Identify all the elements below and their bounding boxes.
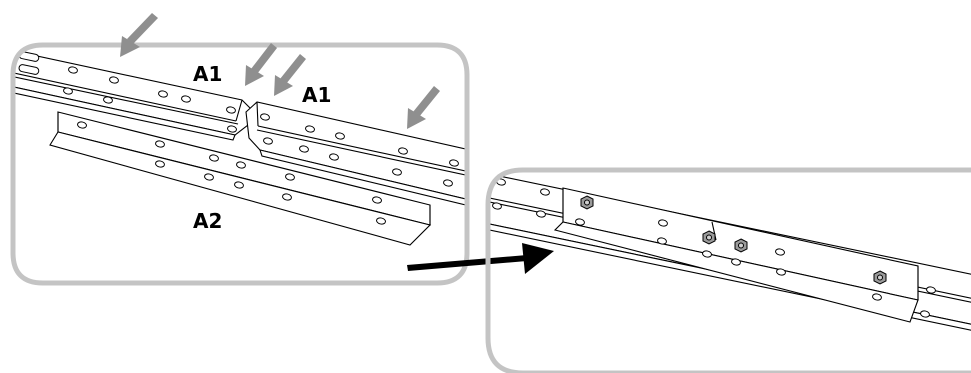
pointer-arrow-1 [120,13,158,57]
rail-assembled-holes [492,178,936,318]
transition-arrow [407,243,554,274]
pointer-arrow-3 [274,54,306,96]
pointer-arrows [120,13,440,129]
hex-bolt [734,238,748,253]
part-a1-left: A1 [193,62,222,86]
hex-bolt [873,270,887,285]
right-panel-parts [488,171,971,332]
pointer-arrow-2 [245,43,277,86]
hex-bolts [580,195,887,285]
rail-a2-holes [77,121,386,225]
rail-a1-left [13,47,255,141]
pointer-arrow-4 [407,86,440,129]
hex-bolt [580,195,594,210]
rail-a1-right [245,101,467,207]
hex-bolt [702,230,716,245]
splice-plate-holes [575,218,882,301]
left-panel: A1 A1 A2 [10,13,470,286]
rail-a1-slots [18,51,40,75]
part-a2: A2 [193,209,222,233]
rail-a1-left-holes [63,66,237,133]
part-a1-right: A1 [302,83,331,107]
right-panel-frame [485,167,971,373]
right-panel [485,167,971,373]
rail-a1-right-holes [260,113,459,187]
left-panel-frame [10,42,470,286]
left-panel-parts [13,47,467,246]
